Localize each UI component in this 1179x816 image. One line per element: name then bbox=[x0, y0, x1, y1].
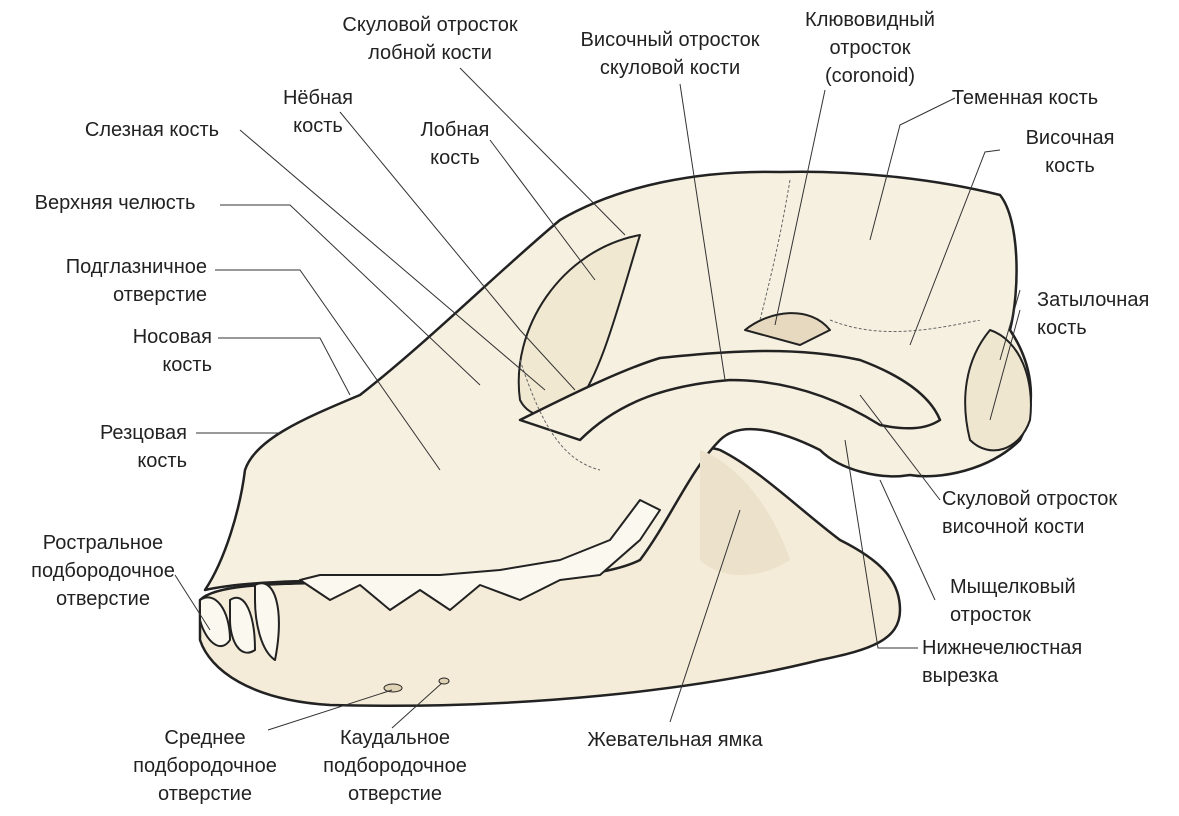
caudal-mental-foramen-mark bbox=[438, 677, 450, 685]
leader-lines bbox=[174, 67, 1021, 731]
masseteric-fossa-shade bbox=[700, 450, 790, 575]
temporal-fossa bbox=[744, 312, 831, 346]
teeth bbox=[199, 499, 661, 661]
label-maxilla: Верхняя челюсть bbox=[34, 192, 196, 214]
label-parietal-bone: Теменная кость bbox=[951, 87, 1099, 109]
label-lacrimal-bone: Слезная кость bbox=[84, 119, 220, 141]
zygomatic-arch bbox=[518, 349, 942, 442]
middle-mental-foramen-mark bbox=[383, 683, 403, 693]
sutures bbox=[519, 179, 981, 471]
label-masseteric-fossa: Жевательная ямка bbox=[587, 729, 763, 751]
